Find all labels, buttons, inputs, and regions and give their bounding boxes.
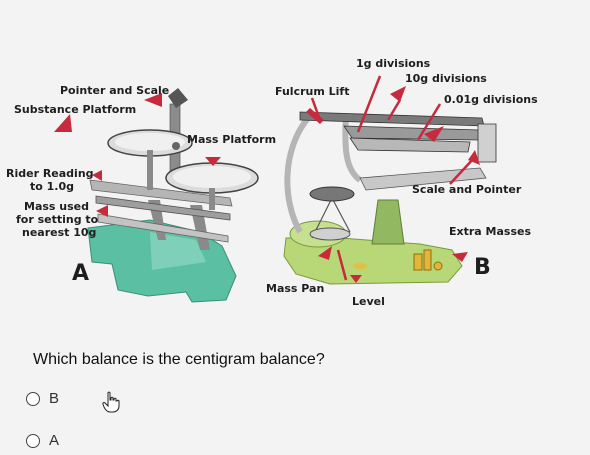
label-10g-divisions: 10g divisions xyxy=(405,72,487,85)
label-0-01g-divisions: 0.01g divisions xyxy=(444,93,538,106)
label-mass-pan: Mass Pan xyxy=(266,282,325,295)
label-mass-used-2: for setting to xyxy=(16,213,99,226)
label-mass-used-3: nearest 10g xyxy=(22,226,97,239)
label-rider-reading-1: Rider Reading xyxy=(6,167,94,180)
balance-b-drawing xyxy=(283,108,497,285)
option-b-label[interactable]: B xyxy=(49,390,60,407)
label-mass-used-1: Mass used xyxy=(24,200,90,213)
label-balance-b: B xyxy=(474,255,491,280)
label-fulcrum-lift: Fulcrum Lift xyxy=(275,85,350,98)
question-text: Which balance is the centigram balance? xyxy=(33,351,325,368)
label-mass-platform: Mass Platform xyxy=(187,133,277,146)
option-b[interactable]: B xyxy=(26,390,59,407)
label-balance-a: A xyxy=(72,261,90,286)
label-extra-masses: Extra Masses xyxy=(449,225,532,238)
option-a[interactable]: A xyxy=(26,432,59,449)
label-pointer-scale: Pointer and Scale xyxy=(60,84,170,97)
balance-illustration xyxy=(54,75,497,303)
balance-diagram: Pointer and Scale Substance Platform Mas… xyxy=(6,57,538,308)
callout-lines xyxy=(310,75,475,281)
label-1g-divisions: 1g divisions xyxy=(356,57,431,70)
label-substance-platform: Substance Platform xyxy=(14,103,137,116)
balance-a-drawing xyxy=(87,88,259,303)
label-rider-reading-2: to 1.0g xyxy=(30,180,75,193)
option-a-label[interactable]: A xyxy=(49,432,60,449)
radio-button-b[interactable] xyxy=(26,391,40,406)
radio-button-a[interactable] xyxy=(26,433,40,448)
label-scale-pointer: Scale and Pointer xyxy=(412,183,522,196)
hand-pointer-icon xyxy=(102,391,120,418)
callout-arrows xyxy=(54,86,480,283)
label-level: Level xyxy=(352,295,385,308)
